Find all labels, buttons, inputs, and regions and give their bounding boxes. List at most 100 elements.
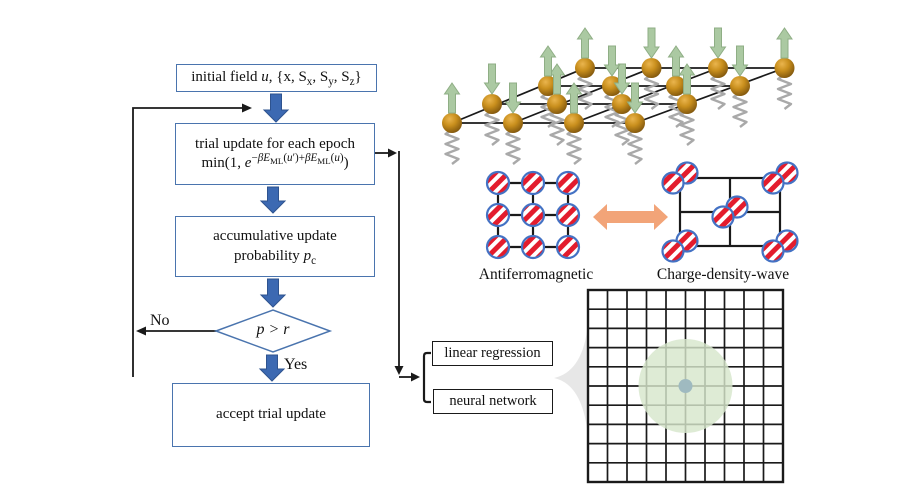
spring-icon <box>577 73 593 110</box>
antiferromagnetic-lattice <box>485 170 581 260</box>
spin-arrow-down <box>613 63 631 95</box>
spin-arrow-down <box>643 27 660 59</box>
striped-site-icon <box>485 234 511 260</box>
flow-arrow-3 <box>259 278 287 308</box>
striped-site-icon <box>555 234 581 260</box>
lattice-sphere <box>666 76 686 96</box>
spring-icon <box>604 91 620 128</box>
linear-regression-box: linear regression <box>432 341 553 366</box>
spring-icon <box>566 128 582 165</box>
spring-icon <box>643 73 660 110</box>
lattice-sphere <box>442 113 462 133</box>
flowchart-box-accept: accept trial update <box>172 383 370 447</box>
spin-arrow-down <box>504 82 522 114</box>
lattice-sphere <box>641 58 662 78</box>
spring-icon <box>549 109 565 146</box>
lattice-sphere <box>708 58 728 78</box>
linear-regression-label: linear regression <box>444 345 541 361</box>
striped-site-icon <box>485 170 511 196</box>
striped-site-icon <box>485 202 511 228</box>
striped-site-icon <box>555 202 581 228</box>
lattice-bond <box>634 65 791 124</box>
flowchart-box-trial-update: trial update for each epoch min(1, e−βEM… <box>175 123 375 185</box>
spring-icon <box>776 73 793 110</box>
trial-update-text: trial update for each epoch <box>195 135 355 152</box>
spin-arrow-up <box>667 45 685 77</box>
lattice-bond <box>512 64 658 124</box>
spin-arrow-down <box>603 45 621 77</box>
spin-arrow-down <box>731 45 749 77</box>
spring-icon <box>710 73 726 110</box>
lattice-sphere <box>575 58 595 78</box>
striped-site-icon <box>555 170 581 196</box>
phase-double-arrow <box>593 204 668 230</box>
neural-network-box: neural network <box>433 389 553 414</box>
flow-arrow-4 <box>258 354 286 382</box>
spring-icon <box>444 128 460 165</box>
spring-icon <box>540 91 556 128</box>
flow-arrow-2 <box>259 186 287 214</box>
spin-arrow-up <box>539 45 557 77</box>
spin-arrow-up <box>776 27 793 59</box>
lattice-sphere <box>547 94 567 114</box>
no-loop-arrowhead-right <box>242 103 252 113</box>
flowchart-box-initial-field: initial field u, {x, Sx, Sy, Sz} <box>176 64 377 92</box>
striped-site-icon <box>711 205 735 229</box>
spin-arrow-up <box>576 27 594 59</box>
lattice-sphere <box>602 76 622 96</box>
center-site-dot <box>678 379 693 393</box>
spin-arrow-down <box>483 63 501 95</box>
striped-site-icon <box>520 170 546 196</box>
spring-icon <box>732 91 748 128</box>
spring-icon <box>627 128 643 165</box>
spring-icon <box>505 128 521 165</box>
striped-site-icon <box>761 239 785 263</box>
lattice-sphere <box>677 94 697 114</box>
flow-arrow-1 <box>262 93 290 123</box>
local-update-grid <box>586 288 785 484</box>
spin-arrow-up <box>678 63 696 95</box>
trial-update-formula: min(1, e−βEML(u′)+βEML(u)) <box>201 152 349 171</box>
lattice-bond <box>573 65 724 124</box>
spring-icon <box>679 109 695 146</box>
striped-site-icon <box>761 171 785 195</box>
model-connector <box>375 151 431 404</box>
lattice-sphere <box>730 76 750 96</box>
spin-arrow-up <box>565 82 583 114</box>
no-branch-label: No <box>150 312 170 329</box>
lattice-sphere <box>503 113 523 133</box>
striped-site-icon <box>661 239 685 263</box>
charge-density-wave-lattice <box>661 161 799 263</box>
lattice-sphere <box>482 94 502 114</box>
lattice-bond <box>451 64 591 124</box>
zoom-funnel <box>554 331 587 429</box>
spin-arrow-up <box>443 82 461 114</box>
lattice-sphere <box>625 113 645 133</box>
spin-arrow-down <box>626 82 644 114</box>
no-loop-arrowhead-left <box>136 326 146 336</box>
yes-branch-label: Yes <box>284 356 308 373</box>
initial-field-text: initial field u, {x, Sx, Sy, Sz} <box>191 69 362 89</box>
lattice-sphere <box>774 58 795 78</box>
spring-icon <box>484 109 500 146</box>
spring-icon <box>668 91 684 128</box>
model-connector-arrowhead-right <box>411 372 420 382</box>
flow-arrows <box>258 93 290 382</box>
charge-density-wave-label: Charge-density-wave <box>656 266 790 283</box>
spin-arrow-down <box>709 27 727 59</box>
striped-site-icon <box>661 171 685 195</box>
striped-site-icon <box>520 202 546 228</box>
accept-text: accept trial update <box>216 406 326 423</box>
spin-lattice-illustration <box>442 27 795 165</box>
model-connector-arrowhead-down <box>394 366 404 375</box>
lattice-sphere <box>564 113 584 133</box>
lattice-sphere <box>612 94 632 114</box>
antiferromagnetic-label: Antiferromagnetic <box>478 266 594 283</box>
decision-label: p > r <box>256 321 290 338</box>
no-loop-connector <box>132 107 247 377</box>
striped-site-icon <box>520 234 546 260</box>
